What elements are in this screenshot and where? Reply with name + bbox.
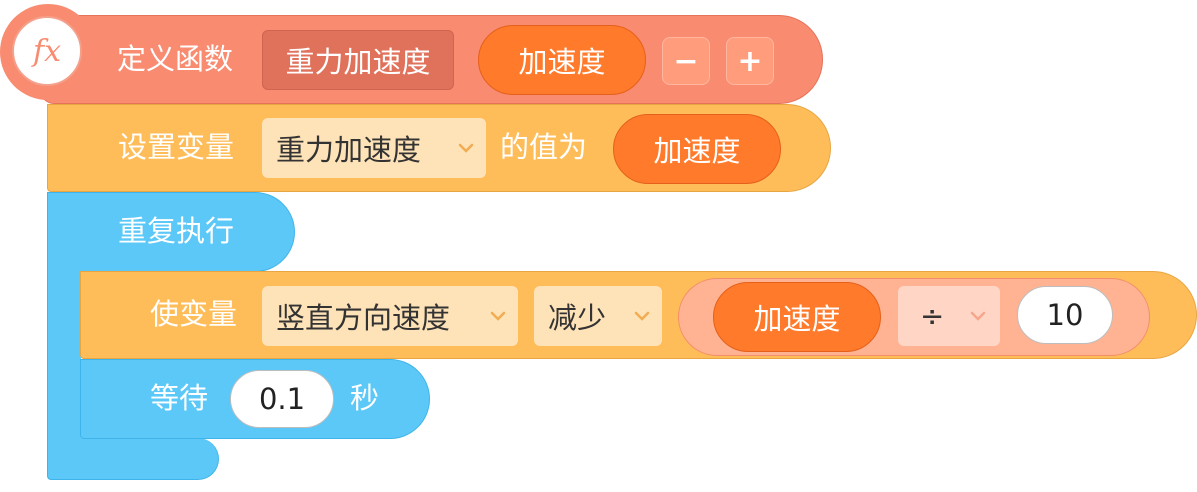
change-op-dropdown-text: 减少	[548, 301, 607, 335]
wait-seconds-text: 0.1	[258, 382, 306, 416]
param-pill-acceleration[interactable]: 加速度	[478, 25, 646, 95]
chevron-down-icon	[634, 311, 650, 321]
operand-right-input[interactable]: 10	[1017, 286, 1113, 344]
chevron-down-icon	[458, 143, 474, 153]
define-function-label: 定义函数	[117, 42, 234, 76]
minus-icon: −	[673, 43, 699, 79]
param-pill-text: 加速度	[518, 45, 606, 79]
operand-left-pill[interactable]: 加速度	[713, 282, 881, 352]
operator-dropdown-text: ÷	[920, 299, 945, 333]
repeat-forever-block[interactable]	[47, 192, 295, 272]
change-variable-dropdown[interactable]: 竖直方向速度	[262, 286, 518, 346]
repeat-forever-bottom	[47, 438, 219, 480]
function-name-text: 重力加速度	[285, 45, 431, 79]
set-variable-label: 设置变量	[118, 130, 235, 164]
remove-param-button[interactable]: −	[662, 37, 710, 85]
function-name-field[interactable]: 重力加速度	[262, 30, 454, 90]
change-variable-label: 使变量	[150, 297, 238, 331]
set-variable-dropdown[interactable]: 重力加速度	[262, 118, 486, 178]
repeat-forever-label: 重复执行	[118, 214, 235, 248]
chevron-down-icon	[970, 311, 986, 321]
set-variable-dropdown-text: 重力加速度	[276, 133, 422, 167]
set-variable-mid-label: 的值为	[500, 130, 588, 164]
repeat-forever-arm	[47, 270, 81, 450]
operand-right-text: 10	[1046, 298, 1084, 332]
wait-label: 等待	[150, 381, 209, 415]
function-icon-text: fx	[32, 33, 62, 69]
change-variable-dropdown-text: 竖直方向速度	[276, 301, 451, 335]
operand-left-text: 加速度	[753, 302, 841, 336]
wait-unit-label: 秒	[350, 381, 380, 415]
wait-seconds-input[interactable]: 0.1	[230, 370, 334, 428]
operator-dropdown[interactable]: ÷	[898, 286, 1000, 346]
function-icon: fx	[12, 16, 82, 86]
plus-icon: +	[737, 43, 763, 79]
chevron-down-icon	[490, 311, 506, 321]
set-value-pill[interactable]: 加速度	[613, 114, 781, 184]
change-op-dropdown[interactable]: 减少	[534, 286, 662, 346]
set-value-pill-text: 加速度	[653, 134, 741, 168]
add-param-button[interactable]: +	[726, 37, 774, 85]
